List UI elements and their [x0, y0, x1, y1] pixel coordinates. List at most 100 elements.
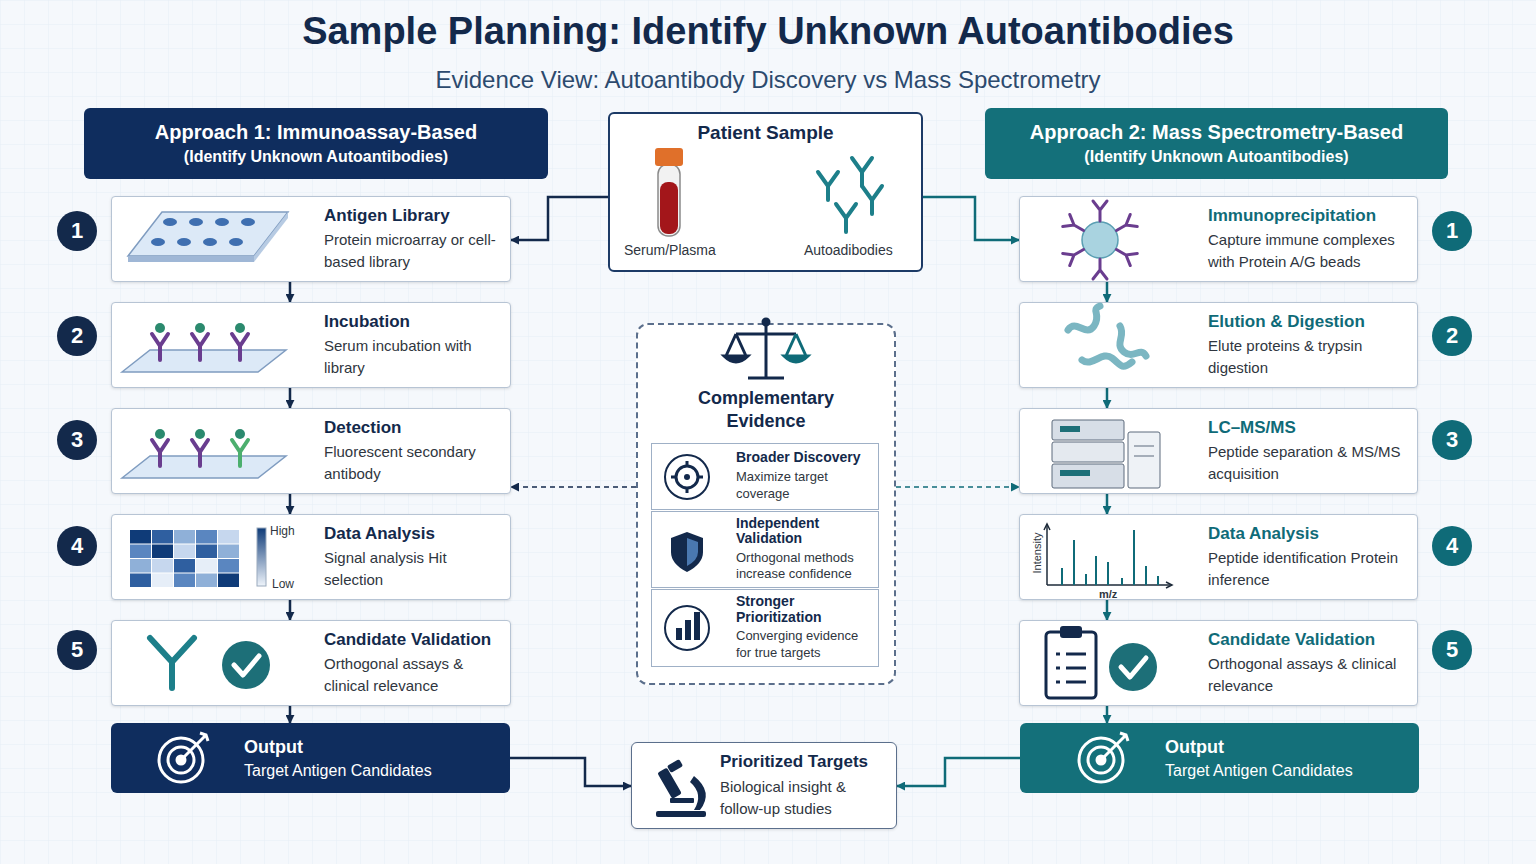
- target-icon: [177, 756, 185, 764]
- process-box: Elution & DigestionElute proteins & tryp…: [1019, 302, 1418, 388]
- incubation-slide: [122, 350, 286, 372]
- flow-arrow: [289, 494, 292, 514]
- flow-arrow: [897, 758, 1020, 786]
- check-icon: [1121, 658, 1146, 677]
- axis-label: m/z: [1099, 588, 1117, 600]
- process-box: ImmunoprecipitationCapture immune comple…: [1019, 196, 1418, 282]
- microscope-icon: [667, 759, 683, 773]
- bound-antibody: [232, 323, 248, 360]
- heatmap-icon: [218, 545, 239, 559]
- spectrum-chart: [1062, 530, 1158, 585]
- node-heading: Independent Validation: [736, 516, 872, 547]
- balance-icon: [736, 333, 796, 336]
- feature-icon: [665, 606, 709, 650]
- feature-icon: [685, 620, 691, 640]
- microscope-icon: [670, 798, 694, 803]
- check-icon: [222, 641, 1157, 691]
- balance-icon: [724, 319, 808, 378]
- node-heading: Detection: [324, 418, 502, 438]
- node-heading: Broader Discovery: [736, 450, 872, 465]
- callout-number: 1: [57, 218, 97, 244]
- balance-icon: [784, 334, 808, 362]
- node-text: Fluorescent secondary antibody: [324, 441, 502, 485]
- flow-arrow: [289, 282, 292, 302]
- microarray-slide: [151, 238, 165, 246]
- feature-icon: [665, 455, 709, 499]
- callout-circle: [57, 630, 97, 670]
- bound-antibody: [155, 323, 165, 333]
- heatmap-icon: [218, 530, 239, 544]
- peptide-icon: [1068, 306, 1146, 366]
- flow-arrow: [289, 706, 292, 723]
- heatmap-icon: [130, 559, 151, 573]
- node-text: Target Antigen Candidates: [244, 762, 502, 780]
- heatmap-icon: [174, 574, 195, 588]
- lcms-instrument: [1128, 432, 1160, 488]
- microarray-slide: [177, 238, 191, 246]
- node-heading: Approach 1: Immunoassay-Based: [155, 121, 477, 144]
- scale-label: High: [270, 524, 295, 538]
- node-heading: Incubation: [324, 312, 502, 332]
- heatmap-icon: [196, 545, 217, 559]
- bound-antibody: [192, 440, 208, 466]
- microarray-slide: [254, 212, 288, 262]
- node-text: Biological insight & follow-up studies: [720, 776, 888, 820]
- node-text: Converging evidence for true targets: [736, 628, 872, 662]
- node-text: Autoadibodies: [804, 242, 893, 258]
- flow-arrow: [1106, 388, 1109, 408]
- spectrum-chart: [1062, 530, 1158, 585]
- node-text: Signal analysis Hit selection: [324, 547, 502, 591]
- clipboard-icon: [1056, 653, 1060, 656]
- process-box: Data AnalysisPeptide identification Prot…: [1019, 514, 1418, 600]
- lcms-instrument: [1052, 420, 1160, 488]
- bound-antibody: [152, 323, 168, 360]
- balance-icon: [724, 334, 748, 362]
- clipboard-icon: [1066, 653, 1086, 656]
- bound-antibody: [192, 323, 208, 360]
- node-text: Elute proteins & trypsin digestion: [1208, 335, 1409, 379]
- callout-circle: [57, 211, 97, 251]
- callout-circle: [57, 526, 97, 566]
- node-heading: Prioritized Targets: [720, 752, 888, 772]
- callout-circle: [1432, 420, 1472, 460]
- bead-icon: [1093, 259, 1107, 279]
- bound-antibody: [152, 440, 168, 466]
- clipboard-icon: [1056, 681, 1060, 684]
- node-heading: Stronger Prioritization: [736, 594, 872, 625]
- detection-slide: [122, 456, 286, 478]
- microarray-slide: [229, 238, 243, 246]
- target-icon: [159, 733, 1128, 782]
- node-heading: Immunoprecipitation: [1208, 206, 1409, 226]
- node-heading: Approach 2: Mass Spectrometry-Based: [1030, 121, 1403, 144]
- bound-antibody: [232, 334, 248, 360]
- node-text: Peptide separation & MS/MS acquisition: [1208, 441, 1409, 485]
- feature-icon: [671, 461, 703, 493]
- antibody-icon: [852, 158, 872, 186]
- process-box: IncubationSerum incubation with library: [111, 302, 511, 388]
- callout-number: 2: [1432, 323, 1472, 349]
- heatmap-icon: [196, 559, 217, 573]
- callout-number: 4: [1432, 533, 1472, 559]
- feature-icon: [694, 612, 700, 640]
- node-heading: Antigen Library: [324, 206, 502, 226]
- spectrum-chart: [1044, 524, 1172, 588]
- heatmap-icon: [130, 545, 151, 559]
- balance-icon: [748, 377, 784, 380]
- node-heading: Complementary Evidence: [676, 387, 856, 432]
- clipboard-icon: [1056, 654, 1086, 682]
- heatmap-icon: [152, 559, 173, 573]
- heatmap-icon: [152, 530, 173, 544]
- feature-icon: [684, 474, 690, 480]
- flow-arrow: [289, 600, 292, 620]
- heatmap-scale: [257, 528, 266, 586]
- heatmap-icon: [174, 545, 195, 559]
- feature-icon: [671, 532, 703, 572]
- peptide-icon: [1082, 356, 1132, 366]
- test-tube-icon: [660, 182, 678, 234]
- clipboard-icon: [1060, 626, 1082, 638]
- target-icon: [1079, 738, 1123, 782]
- microarray-slide: [163, 218, 177, 226]
- evidence-item: Independent ValidationOrthogonal methods…: [651, 511, 879, 588]
- output-box: OutputTarget Antigen Candidates: [1020, 723, 1419, 793]
